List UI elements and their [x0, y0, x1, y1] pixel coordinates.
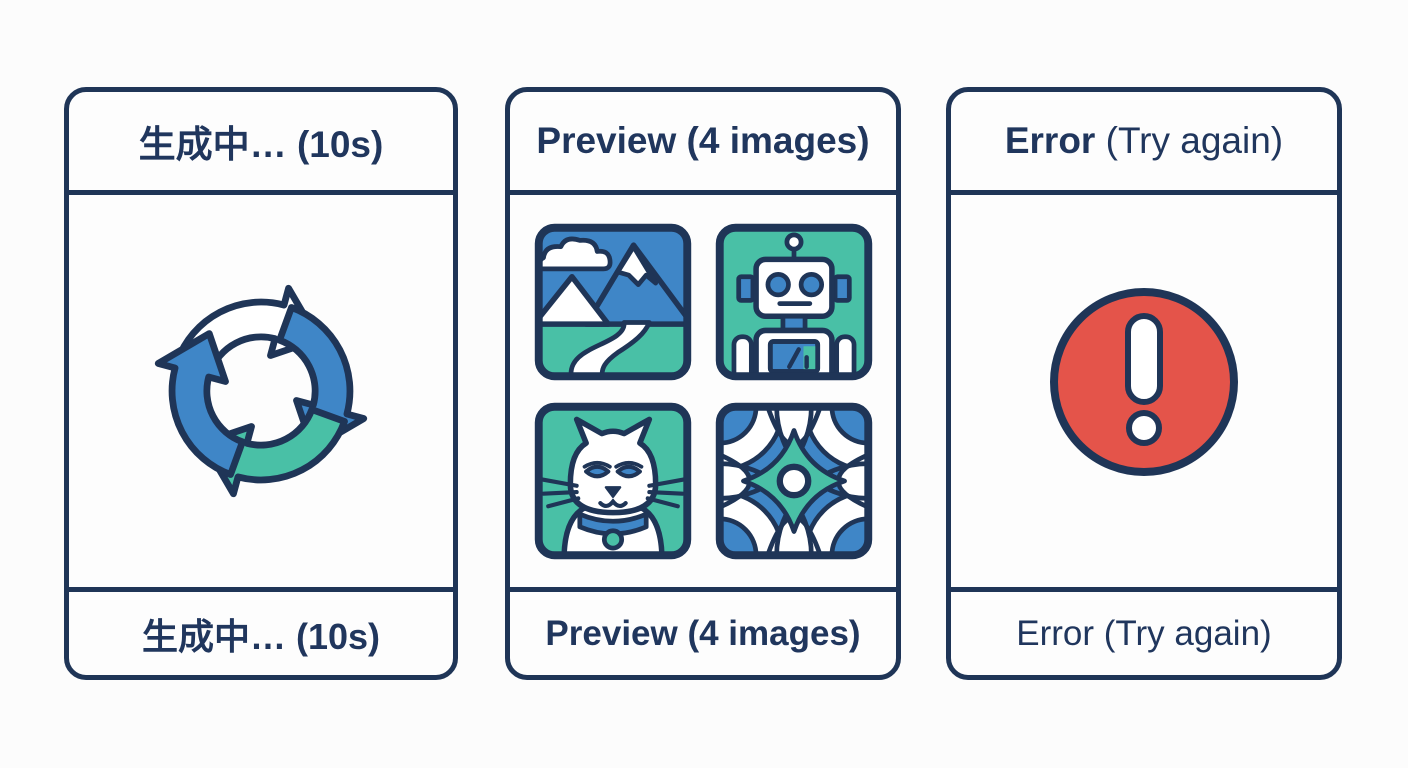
preview-footer-label: Preview (4 images) [545, 613, 861, 653]
preview-header: Preview (4 images) [510, 92, 896, 195]
generating-footer-label: 生成中… (10s) [141, 615, 381, 657]
mountain-landscape-thumbnail[interactable] [533, 223, 693, 381]
card-preview: Preview (4 images) [505, 87, 901, 680]
preview-header-label: Preview [536, 120, 677, 161]
error-alert-icon [1050, 288, 1238, 476]
refresh-cycle-icon [145, 275, 377, 507]
error-footer-retry[interactable]: Error (Try again) [951, 587, 1337, 675]
preview-footer: Preview (4 images) [510, 587, 896, 675]
error-header-label: Error [1004, 120, 1096, 161]
generating-header-label: 生成中… (10s) [138, 124, 384, 165]
card-error: Error (Try again) Error (Try again) [946, 87, 1342, 680]
robot-thumbnail[interactable] [714, 223, 874, 381]
card-generating: 生成中… (10s) 生成中… (10s) [64, 87, 458, 680]
error-header: Error (Try again) [951, 92, 1337, 195]
generating-footer: 生成中… (10s) [69, 587, 453, 675]
preview-thumbnail-grid [533, 223, 874, 560]
geometric-pattern-thumbnail[interactable] [714, 402, 874, 560]
generating-body [69, 195, 453, 587]
cat-thumbnail[interactable] [533, 402, 693, 560]
preview-body [510, 195, 896, 587]
error-body [951, 195, 1337, 587]
generating-header: 生成中… (10s) [69, 92, 453, 195]
error-footer-label: Error (Try again) [1016, 613, 1272, 653]
